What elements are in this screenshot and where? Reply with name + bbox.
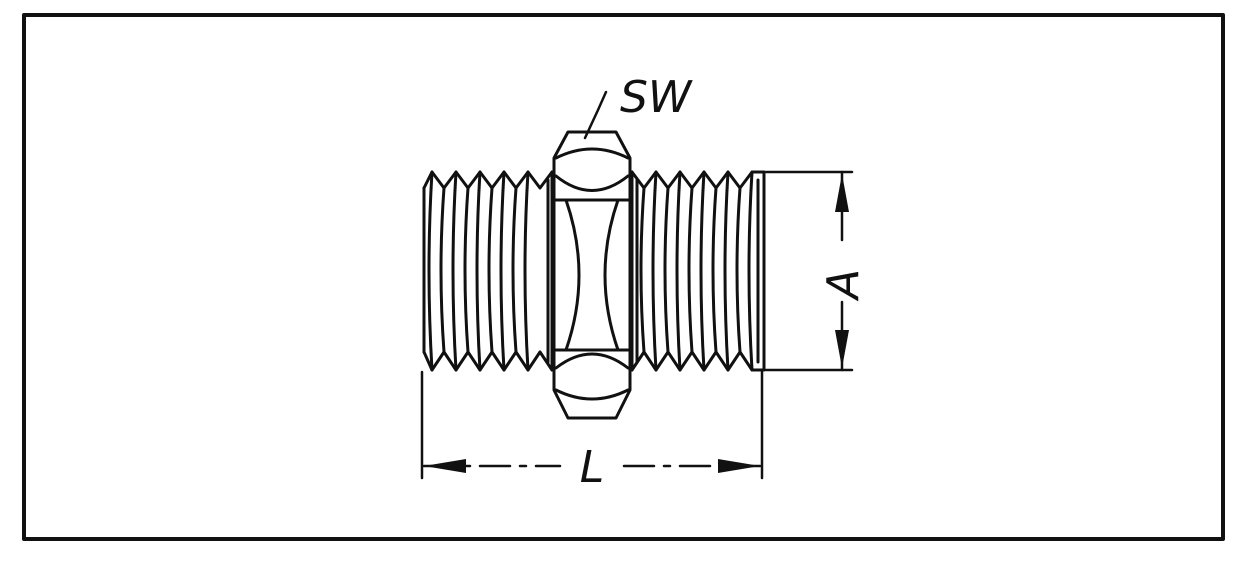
frame-border bbox=[22, 13, 1225, 541]
left-thread bbox=[422, 170, 554, 372]
dimension-a bbox=[764, 170, 854, 372]
dimension-l bbox=[420, 370, 764, 480]
hex-nut bbox=[552, 130, 632, 420]
a-label: A bbox=[818, 269, 869, 302]
sw-label: SW bbox=[620, 72, 693, 123]
sw-leader bbox=[583, 90, 608, 140]
l-label: L bbox=[580, 442, 605, 493]
right-thread bbox=[630, 170, 766, 372]
